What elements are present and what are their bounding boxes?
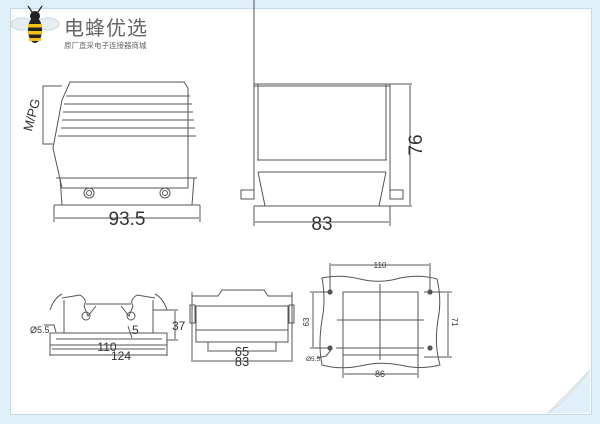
- front-view: [240, 0, 412, 226]
- mpg-label: M/PG: [20, 97, 43, 133]
- brand-logo[interactable]: 电蜂优选 原厂直采电子连接器商城: [10, 4, 190, 50]
- basefront-inner-width-dim: 65: [235, 344, 249, 359]
- brand-tagline: 原厂直采电子连接器商城: [64, 41, 147, 50]
- cutout-hole-dim: Ø5.5: [306, 356, 320, 363]
- cutout-hole-spacing-y: 63: [302, 317, 311, 326]
- base-hole-dim: Ø5.5: [30, 325, 50, 335]
- front-width-dim: 83: [311, 214, 332, 235]
- base-small-dim: 5: [132, 323, 139, 337]
- cutout-height-dim: 71: [450, 318, 459, 327]
- side-view: [42, 81, 201, 222]
- base-height-dim: 37: [172, 319, 186, 333]
- cutout-width-dim: 86: [375, 369, 385, 379]
- cutout-hole-spacing-x: 110: [374, 261, 387, 270]
- drawing-panel: [10, 8, 592, 415]
- front-height-dim: 76: [406, 134, 427, 155]
- base-inner-width-dim: 110: [97, 340, 116, 354]
- brand-name: 电蜂优选: [64, 16, 148, 40]
- bee-icon: [10, 5, 60, 43]
- base-front-view: [189, 289, 295, 362]
- side-width-dim: 93.5: [109, 209, 146, 230]
- base-side-view: [44, 293, 178, 356]
- base-outer-width-dim: 124: [111, 349, 131, 363]
- basefront-outer-width-dim: 83: [235, 354, 249, 369]
